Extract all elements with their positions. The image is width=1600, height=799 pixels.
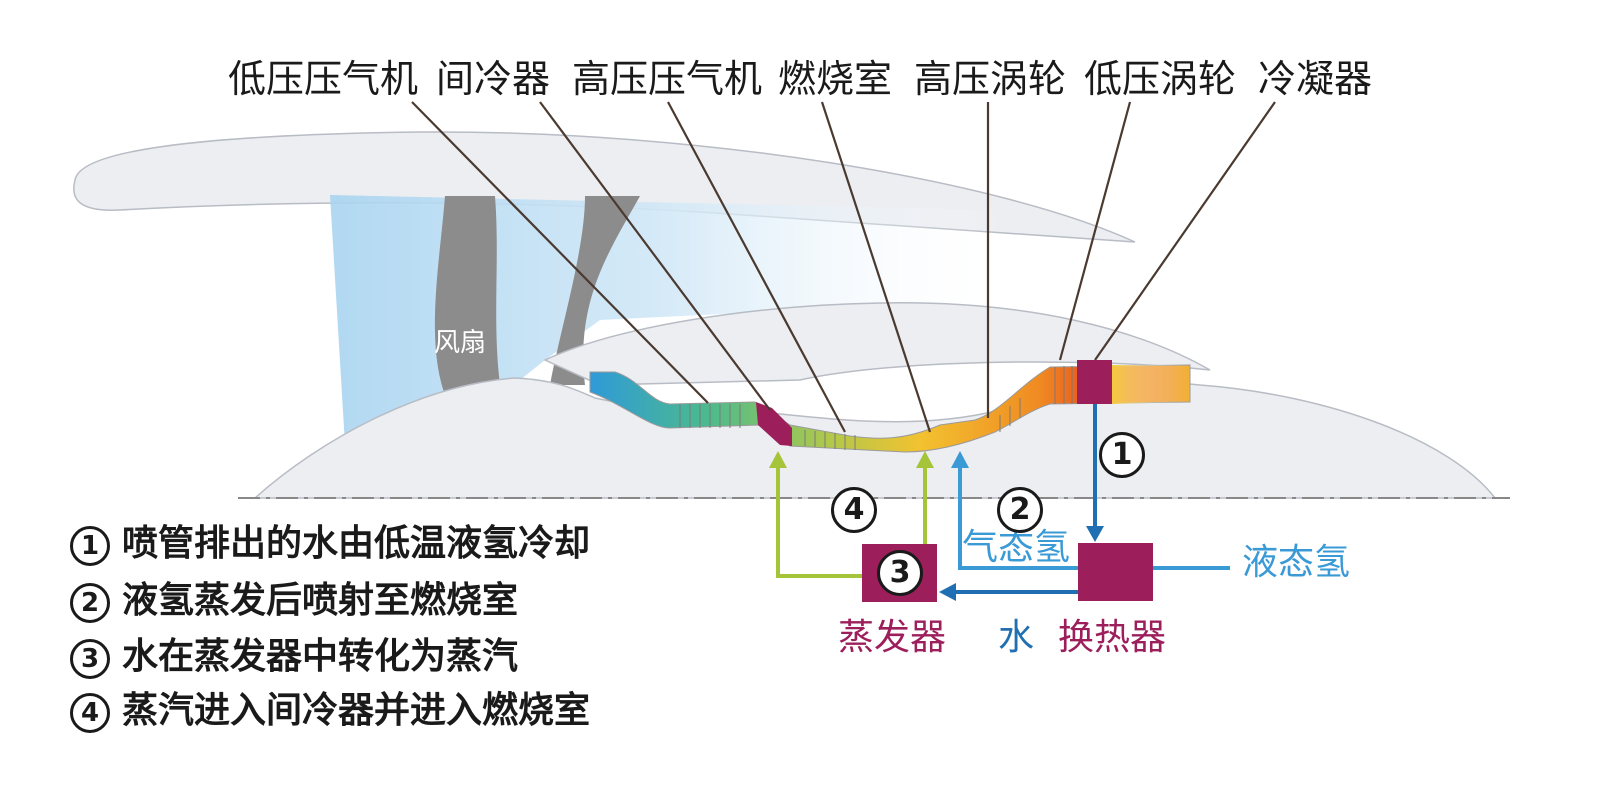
- intercooler-block: [756, 402, 792, 446]
- flow-gas-h2: [958, 466, 1078, 570]
- heat-exchanger-box: [1078, 543, 1153, 601]
- label-condenser: 冷凝器: [1258, 57, 1373, 101]
- label-lp-compressor: 低压压气机: [228, 57, 419, 101]
- step-marker-1: 1: [1099, 432, 1145, 478]
- legend-text-4: 蒸汽进入间冷器并进入燃烧室: [122, 689, 591, 731]
- step-marker-4: 4: [831, 487, 877, 533]
- arrowhead-steam-combustor: [916, 451, 934, 468]
- arrowhead-steam-intercooler: [769, 451, 787, 468]
- legend-text-1: 喷管排出的水由低温液氢冷却: [122, 522, 591, 564]
- arrowhead-water: [939, 583, 956, 601]
- label-water: 水: [998, 617, 1035, 658]
- step-marker-2: 2: [997, 487, 1043, 533]
- legend-text-2: 液氢蒸发后喷射至燃烧室: [122, 579, 519, 621]
- label-evaporator: 蒸发器: [838, 617, 947, 658]
- label-intercooler: 间冷器: [436, 57, 551, 101]
- fan-blade-1: [434, 196, 500, 395]
- legend-item-1: 1 喷管排出的水由低温液氢冷却: [70, 525, 590, 566]
- condenser-block: [1077, 360, 1112, 404]
- fan-blade-2: [550, 196, 640, 385]
- legend-num-3: 3: [70, 639, 110, 679]
- label-lp-turbine: 低压涡轮: [1084, 57, 1237, 101]
- flow-steam-intercooler: [776, 466, 862, 578]
- legend-num-2: 2: [70, 583, 110, 623]
- legend-item-4: 4 蒸汽进入间冷器并进入燃烧室: [70, 692, 590, 733]
- label-fan: 风扇: [434, 328, 487, 358]
- legend-item-3: 3 水在蒸发器中转化为蒸汽: [70, 638, 518, 679]
- core-cowl: [543, 302, 1211, 386]
- arrowhead-hx: [1086, 526, 1104, 542]
- legend-num-1: 1: [70, 526, 110, 566]
- arrowhead-gas-h2: [951, 451, 969, 468]
- step-marker-3: 3: [877, 550, 923, 596]
- compressor-stages: [679, 366, 1073, 450]
- label-combustor: 燃烧室: [778, 57, 893, 101]
- label-liquid-h2: 液态氢: [1242, 542, 1351, 583]
- label-hp-compressor: 高压压气机: [572, 57, 763, 101]
- exhaust-plume: [1110, 365, 1190, 404]
- legend-item-2: 2 液氢蒸发后喷射至燃烧室: [70, 582, 518, 623]
- leader-lines: [411, 101, 1276, 433]
- label-heat-exchanger: 换热器: [1058, 617, 1167, 658]
- label-gas-h2: 气态氢: [962, 527, 1071, 568]
- label-hp-turbine: 高压涡轮: [914, 57, 1067, 101]
- legend-num-4: 4: [70, 693, 110, 733]
- legend-text-3: 水在蒸发器中转化为蒸汽: [122, 635, 519, 677]
